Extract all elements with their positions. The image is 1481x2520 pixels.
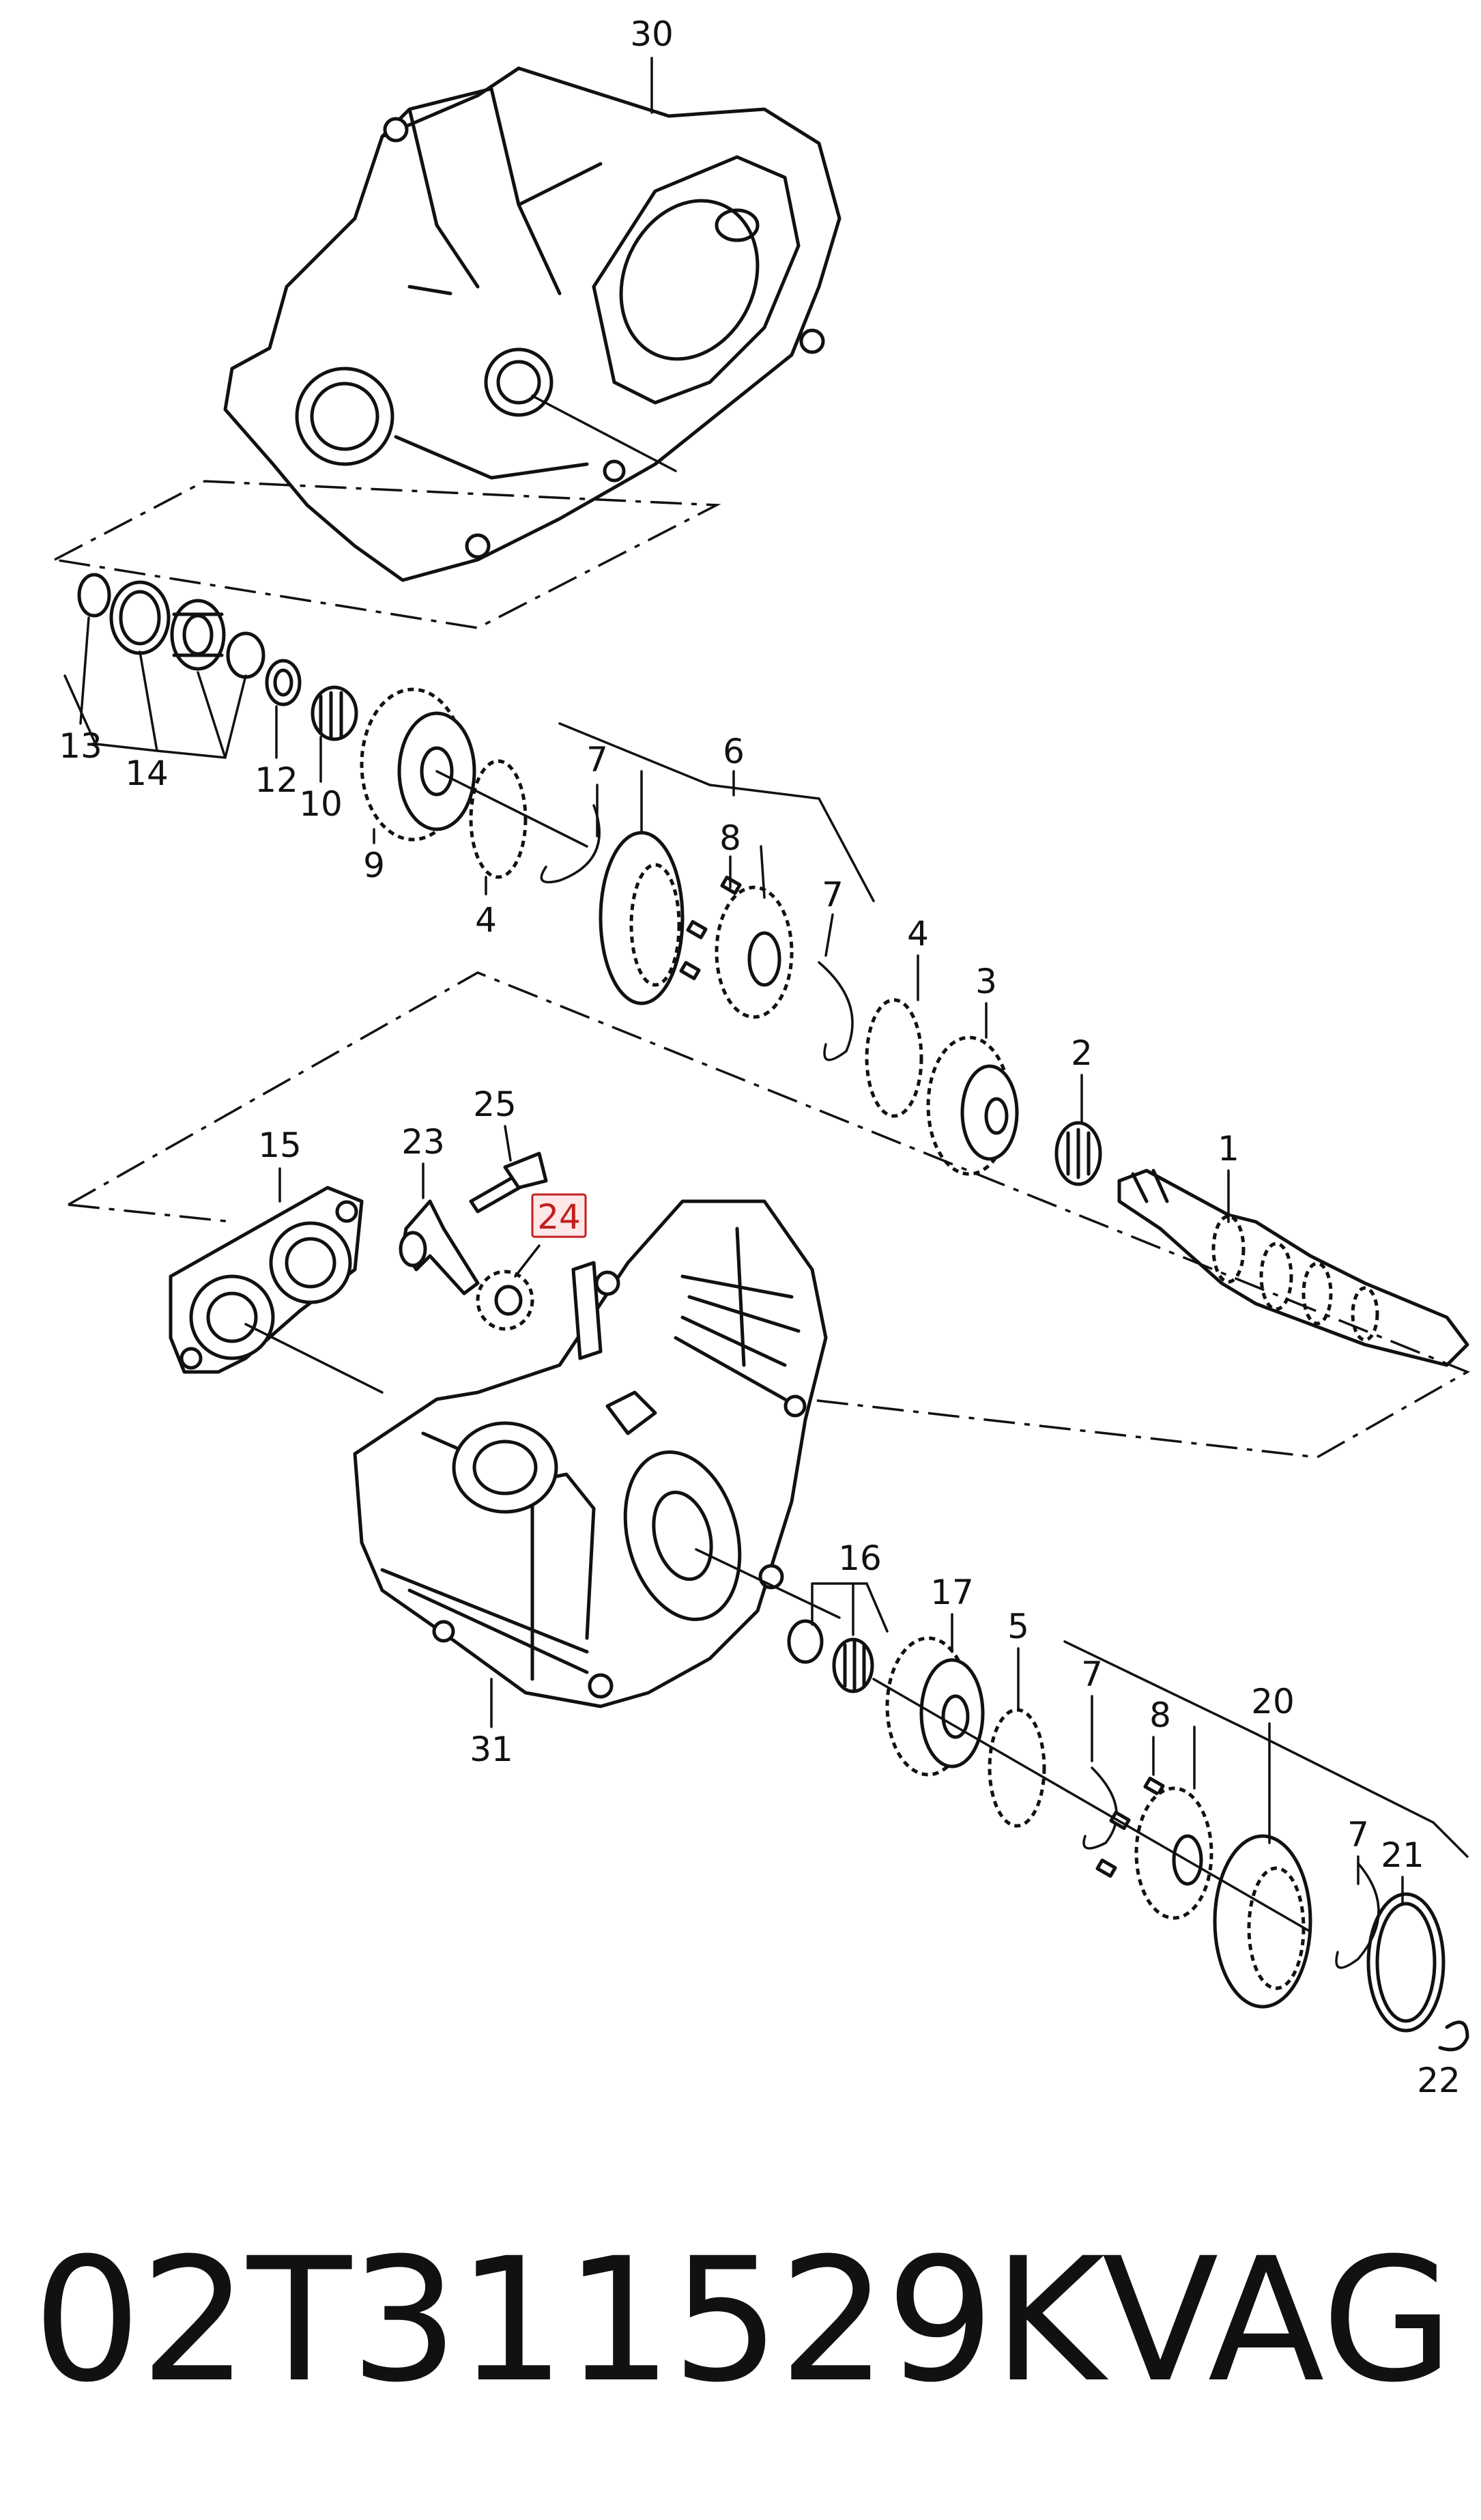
- callout-21: 21: [1381, 1835, 1424, 1875]
- keys-8b: [1095, 1776, 1165, 1878]
- footer: 02T311529K VAG: [0, 2205, 1481, 2437]
- transmission-housing-lower: [353, 1199, 828, 1708]
- input-shaft-1: [1117, 1169, 1469, 1367]
- callout-20: 20: [1251, 1682, 1295, 1721]
- bearing-14: [170, 599, 226, 671]
- callout-12: 12: [255, 760, 298, 800]
- cover-15: [169, 1186, 364, 1374]
- gear-17: [885, 1636, 985, 1777]
- callout-30: 30: [630, 14, 674, 54]
- callout-24: 24: [537, 1197, 581, 1237]
- synchro-ring-5: [988, 1708, 1046, 1828]
- needle-bearing-2: [1054, 1121, 1102, 1186]
- gear-9: [360, 687, 476, 842]
- snap-ring-14: [109, 580, 171, 655]
- circlip-22: [1438, 2020, 1469, 2052]
- synchro-ring-4a: [469, 759, 528, 879]
- needle-bearing-10: [311, 685, 358, 741]
- callout-7c: 7: [1081, 1655, 1103, 1694]
- callout-15: 15: [258, 1126, 302, 1165]
- brand-name: VAG: [1102, 2221, 1454, 2420]
- callout-9: 9: [363, 846, 385, 885]
- callout-25: 25: [473, 1085, 517, 1124]
- bush-14: [226, 631, 265, 679]
- ring-12: [265, 659, 302, 706]
- callout-6: 6: [723, 732, 745, 771]
- snap-ring-21: [1366, 1892, 1446, 2033]
- selector-lever-23: [399, 1199, 480, 1295]
- bush-16: [787, 1619, 824, 1664]
- part-number: 02T311529K: [33, 2221, 1105, 2420]
- callout-5: 5: [1007, 1607, 1029, 1646]
- callout-10: 10: [299, 784, 343, 824]
- keys-8a: [679, 875, 742, 981]
- gear-24-highlighted: [476, 1270, 534, 1331]
- callout-7b: 7: [822, 875, 844, 915]
- callout-8b: 8: [1149, 1695, 1171, 1735]
- callout-8a: 8: [719, 818, 741, 858]
- sleeve-20: [1213, 1834, 1312, 2009]
- callout-17: 17: [930, 1573, 974, 1612]
- callout-3: 3: [975, 962, 997, 1001]
- callout-23: 23: [401, 1122, 445, 1162]
- sleeve-6: [599, 831, 685, 1005]
- callout-14: 14: [125, 754, 169, 793]
- callout-2: 2: [1071, 1033, 1093, 1073]
- callout-13: 13: [59, 726, 102, 766]
- callout-31: 31: [470, 1730, 513, 1769]
- synchro-ring-4b: [865, 998, 923, 1118]
- callout-4b: 4: [907, 914, 929, 954]
- callout-7d: 7: [1347, 1815, 1369, 1855]
- transmission-housing-upper: [223, 66, 842, 582]
- needle-bearing-16: [832, 1637, 874, 1693]
- hub-6: [715, 885, 794, 1019]
- callout-16: 16: [838, 1538, 882, 1578]
- bolt-25: [469, 1151, 548, 1214]
- callout-22: 22: [1417, 2061, 1461, 2100]
- circlip-13: [77, 573, 111, 618]
- callout-4a: 4: [475, 900, 497, 940]
- callout-24-box[interactable]: 24: [531, 1193, 587, 1238]
- gear-3: [926, 1035, 1019, 1176]
- callout-7a: 7: [586, 740, 608, 779]
- callout-1: 1: [1218, 1129, 1239, 1169]
